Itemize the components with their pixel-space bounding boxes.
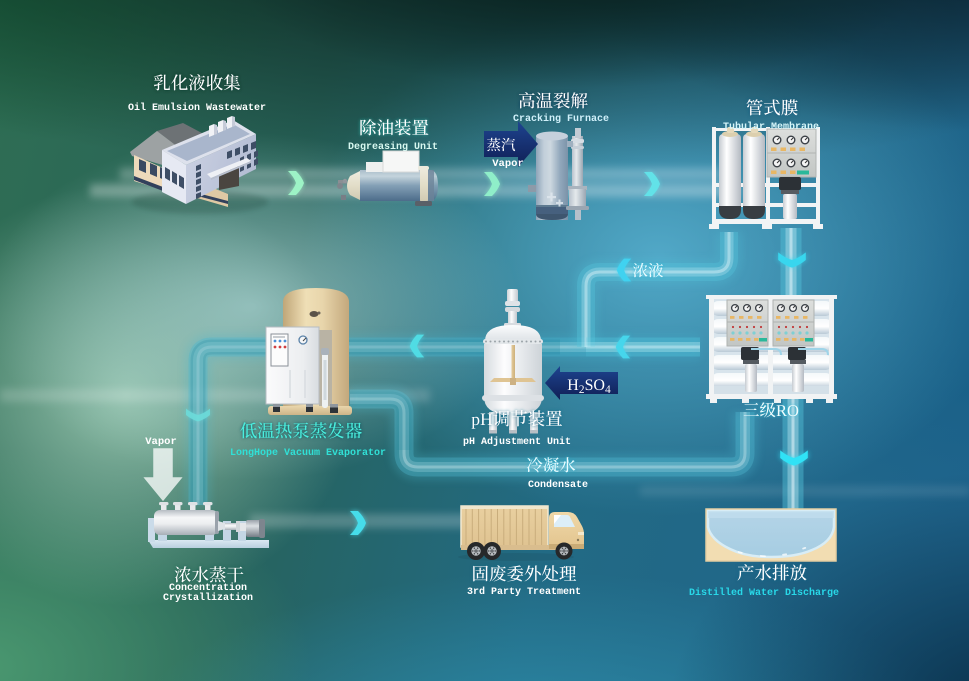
svg-text:Concentration: Concentration [169, 582, 247, 594]
svg-text:Oil Emulsion Wastewater: Oil Emulsion Wastewater [128, 102, 266, 114]
svg-text:Cracking Furnace: Cracking Furnace [513, 113, 609, 125]
svg-text:Vapor: Vapor [492, 158, 524, 170]
svg-text:Condensate: Condensate [528, 479, 588, 491]
svg-text:Degreasing Unit: Degreasing Unit [348, 141, 438, 153]
svg-text:Vapor: Vapor [145, 436, 177, 448]
svg-text:LongHope Vacuum Evaporator: LongHope Vacuum Evaporator [230, 448, 386, 459]
svg-text:Crystallization: Crystallization [163, 592, 253, 604]
svg-text:Distilled Water Discharge: Distilled Water Discharge [689, 587, 839, 599]
svg-text:3rd Party Treatment: 3rd Party Treatment [467, 586, 581, 598]
svg-text:pH Adjustment Unit: pH Adjustment Unit [463, 436, 571, 448]
svg-text:Tubular Membrane: Tubular Membrane [723, 121, 819, 133]
